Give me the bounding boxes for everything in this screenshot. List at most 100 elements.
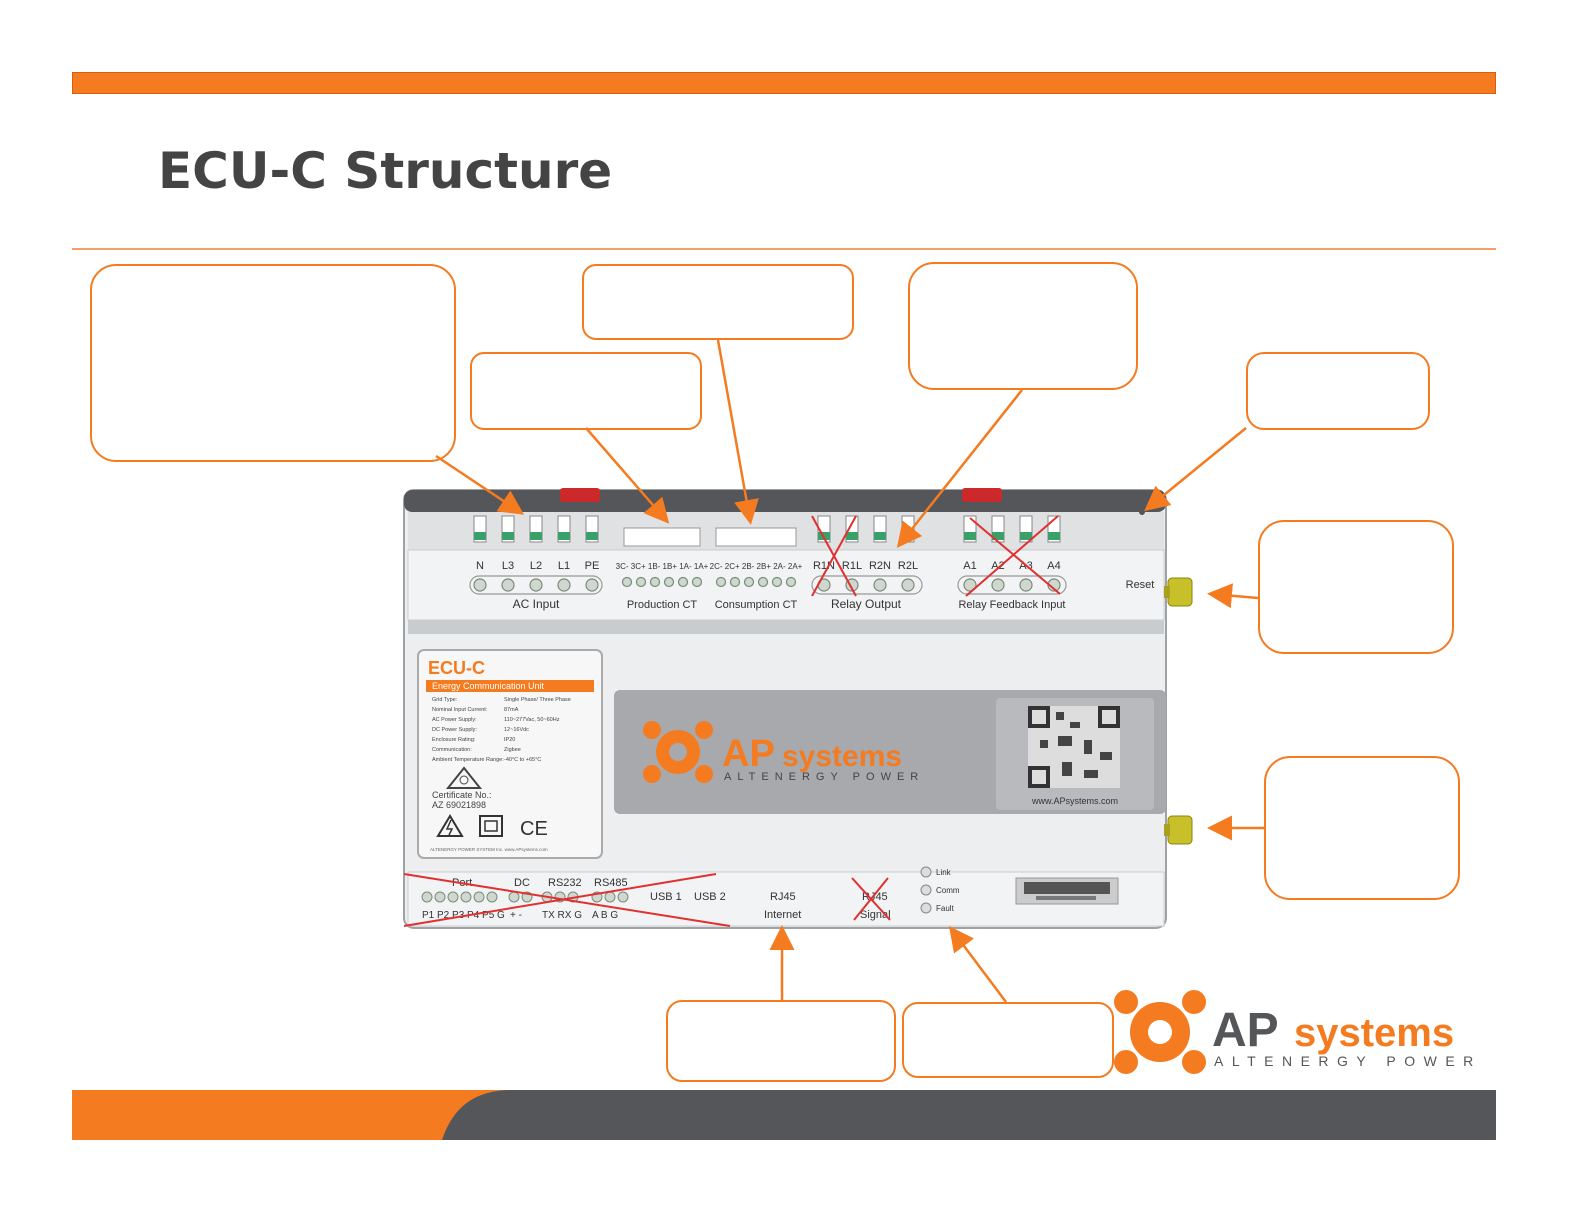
status-leds: Link Comm Fault xyxy=(920,866,960,914)
svg-text:Ambient Temperature Range:: Ambient Temperature Range: xyxy=(432,757,504,763)
brand-ap: AP xyxy=(722,733,775,775)
ce-mark: CE xyxy=(520,818,548,840)
svg-text:110~277Vac, 50~60Hz: 110~277Vac, 50~60Hz xyxy=(504,717,560,723)
callout-arrows xyxy=(435,339,1264,1003)
relay-output-cross-icon xyxy=(811,515,857,597)
usb1-label: USB 1 xyxy=(650,891,682,903)
dc-label: DC xyxy=(514,877,530,889)
callout-ac-input xyxy=(90,264,456,462)
page-title: ECU-C Structure xyxy=(158,142,613,200)
arrow-reset xyxy=(1144,427,1247,512)
arrow-production-ct xyxy=(585,427,670,524)
top-clip-left xyxy=(560,488,600,502)
relay-label-r2l: R2L xyxy=(898,560,918,572)
ac-label-l1: L1 xyxy=(558,560,570,572)
feedback-label-a2: A2 xyxy=(991,560,1004,572)
qr-code-icon xyxy=(1028,706,1120,788)
top-clip-right xyxy=(962,488,1002,502)
callout-relay-output xyxy=(908,262,1138,390)
plate-cert-label: Certificate No.: xyxy=(432,790,492,800)
svg-text:Nominal Input Current:: Nominal Input Current: xyxy=(432,707,488,713)
production-ct-group-label: Production CT xyxy=(627,599,698,611)
relay-label-r1l: R1L xyxy=(842,560,862,572)
consumption-ct-connector xyxy=(715,527,797,547)
ac-label-l3: L3 xyxy=(502,560,514,572)
device-top-edge xyxy=(404,490,1166,512)
arrow-relay-output xyxy=(896,389,1023,548)
apsystems-logo-icon xyxy=(1114,990,1206,1074)
svg-text:Enclosure Rating:: Enclosure Rating: xyxy=(432,737,476,743)
relay-label-r2n: R2N xyxy=(869,560,891,572)
arrow-consumption-ct xyxy=(716,339,759,525)
production-ct-pins: 3C- 3C+ 1B- 1B+ 1A- 1A+ xyxy=(616,562,709,571)
rj45-signal-cross-icon xyxy=(851,877,891,921)
logo-tagline: ALTENERGY POWER xyxy=(1214,1053,1482,1069)
terminal-separator xyxy=(408,620,1164,634)
footer-dark-band xyxy=(442,1090,1496,1140)
svg-text:Single Phase/ Three Phase: Single Phase/ Three Phase xyxy=(504,697,571,703)
consumption-ct-pins: 2C- 2C+ 2B- 2B+ 2A- 2A+ xyxy=(710,562,803,571)
relay-feedback-group-label: Relay Feedback Input xyxy=(958,599,1065,611)
ac-input-group-label: AC Input xyxy=(513,597,560,611)
feedback-label-a1: A1 xyxy=(963,560,976,572)
production-ct-connector xyxy=(623,527,701,547)
callout-reset xyxy=(1246,352,1430,430)
svg-text:12~16Vdc: 12~16Vdc xyxy=(504,727,529,733)
callout-rj45-internet xyxy=(666,1000,896,1082)
plate-subtitle: Energy Communication Unit xyxy=(432,681,545,691)
consumption-ct-group-label: Consumption CT xyxy=(715,599,798,611)
callout-antenna-top xyxy=(1258,520,1454,654)
relay-feedback-cross-icon xyxy=(965,515,1061,597)
ac-label-n: N xyxy=(476,560,484,572)
arrow-antenna-top xyxy=(1207,583,1259,609)
antenna-connector-top-icon xyxy=(1164,577,1193,607)
internet-label: Internet xyxy=(764,909,801,921)
svg-text:AC Power Supply:: AC Power Supply: xyxy=(432,717,477,723)
svg-text:Zigbee: Zigbee xyxy=(504,747,521,753)
led-link-label: Link xyxy=(936,868,952,877)
svg-text:Communication:: Communication: xyxy=(432,747,472,753)
callout-leds xyxy=(902,1002,1114,1078)
reset-label: Reset xyxy=(1126,579,1155,591)
feedback-terminal-blocks xyxy=(963,515,1061,543)
plate-specs: Grid Type: Single Phase/ Three Phase Nomi… xyxy=(432,697,571,763)
led-fault-label: Fault xyxy=(936,904,955,913)
rs485-pins: A B G xyxy=(592,910,618,921)
svg-text:Grid Type:: Grid Type: xyxy=(432,697,458,703)
usb2-label: USB 2 xyxy=(694,891,726,903)
brand-url: www.APsystems.com xyxy=(1031,796,1118,806)
led-comm-label: Comm xyxy=(936,886,960,895)
rs232-label: RS232 xyxy=(548,877,582,889)
rs232-pins: TX RX G xyxy=(542,910,582,921)
logo-ap: AP xyxy=(1212,1004,1279,1057)
plate-cert-no: AZ 69021898 xyxy=(432,800,486,810)
shock-hazard-icon xyxy=(436,814,464,837)
bottom-ports-cross-icon xyxy=(403,873,731,927)
rs485-label: RS485 xyxy=(594,877,628,889)
ac-label-l2: L2 xyxy=(530,560,542,572)
brand-systems: systems xyxy=(782,740,902,773)
brand-tagline: ALTENERGY POWER xyxy=(724,771,924,783)
label-plate xyxy=(417,649,603,859)
svg-text:87mA: 87mA xyxy=(504,707,519,713)
rcm-triangle-icon xyxy=(445,766,483,789)
ac-label-pe: PE xyxy=(585,560,600,572)
logo-systems: systems xyxy=(1294,1011,1454,1055)
ac-terminal-blocks xyxy=(473,515,599,543)
antenna-connector-bottom-icon xyxy=(1164,815,1193,845)
plate-subtitle-bar xyxy=(426,680,594,692)
relay-output-group-label: Relay Output xyxy=(831,597,902,611)
svg-text:-40°C to +65°C: -40°C to +65°C xyxy=(504,757,541,763)
svg-text:DC Power Supply:: DC Power Supply: xyxy=(432,727,477,733)
rj45-signal-label: RJ45 xyxy=(862,891,888,903)
svg-text:IP20: IP20 xyxy=(504,737,515,743)
brand-logo-icon xyxy=(643,721,713,783)
top-accent-bar xyxy=(72,72,1496,94)
reset-pinhole xyxy=(1139,509,1145,515)
feedback-label-a4: A4 xyxy=(1047,560,1060,572)
callout-antenna-bottom xyxy=(1264,756,1460,900)
callout-consumption-ct xyxy=(582,264,854,340)
plate-model: ECU-C xyxy=(428,658,485,678)
rj45-internet-label: RJ45 xyxy=(770,891,796,903)
